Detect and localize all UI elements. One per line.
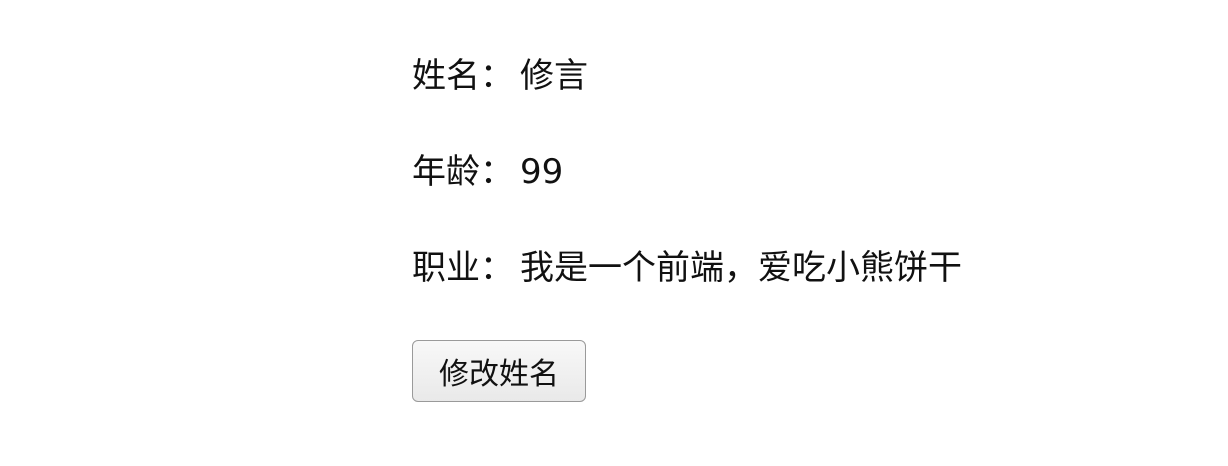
- job-row: 职业：我是一个前端，爱吃小熊饼干: [412, 244, 962, 292]
- age-value: 99: [520, 152, 564, 192]
- job-separator: ：: [480, 248, 514, 288]
- job-value: 我是一个前端，爱吃小熊饼干: [520, 248, 962, 288]
- age-row: 年龄：99: [412, 148, 962, 196]
- change-name-button[interactable]: 修改姓名: [412, 340, 586, 402]
- name-separator: ：: [480, 56, 514, 96]
- job-label: 职业: [412, 248, 480, 288]
- name-row: 姓名：修言: [412, 52, 962, 100]
- age-label: 年龄: [412, 152, 480, 192]
- name-label: 姓名: [412, 56, 480, 96]
- age-separator: ：: [480, 152, 514, 192]
- profile-panel: 姓名：修言 年龄：99 职业：我是一个前端，爱吃小熊饼干 修改姓名: [412, 52, 962, 402]
- name-value: 修言: [520, 56, 588, 96]
